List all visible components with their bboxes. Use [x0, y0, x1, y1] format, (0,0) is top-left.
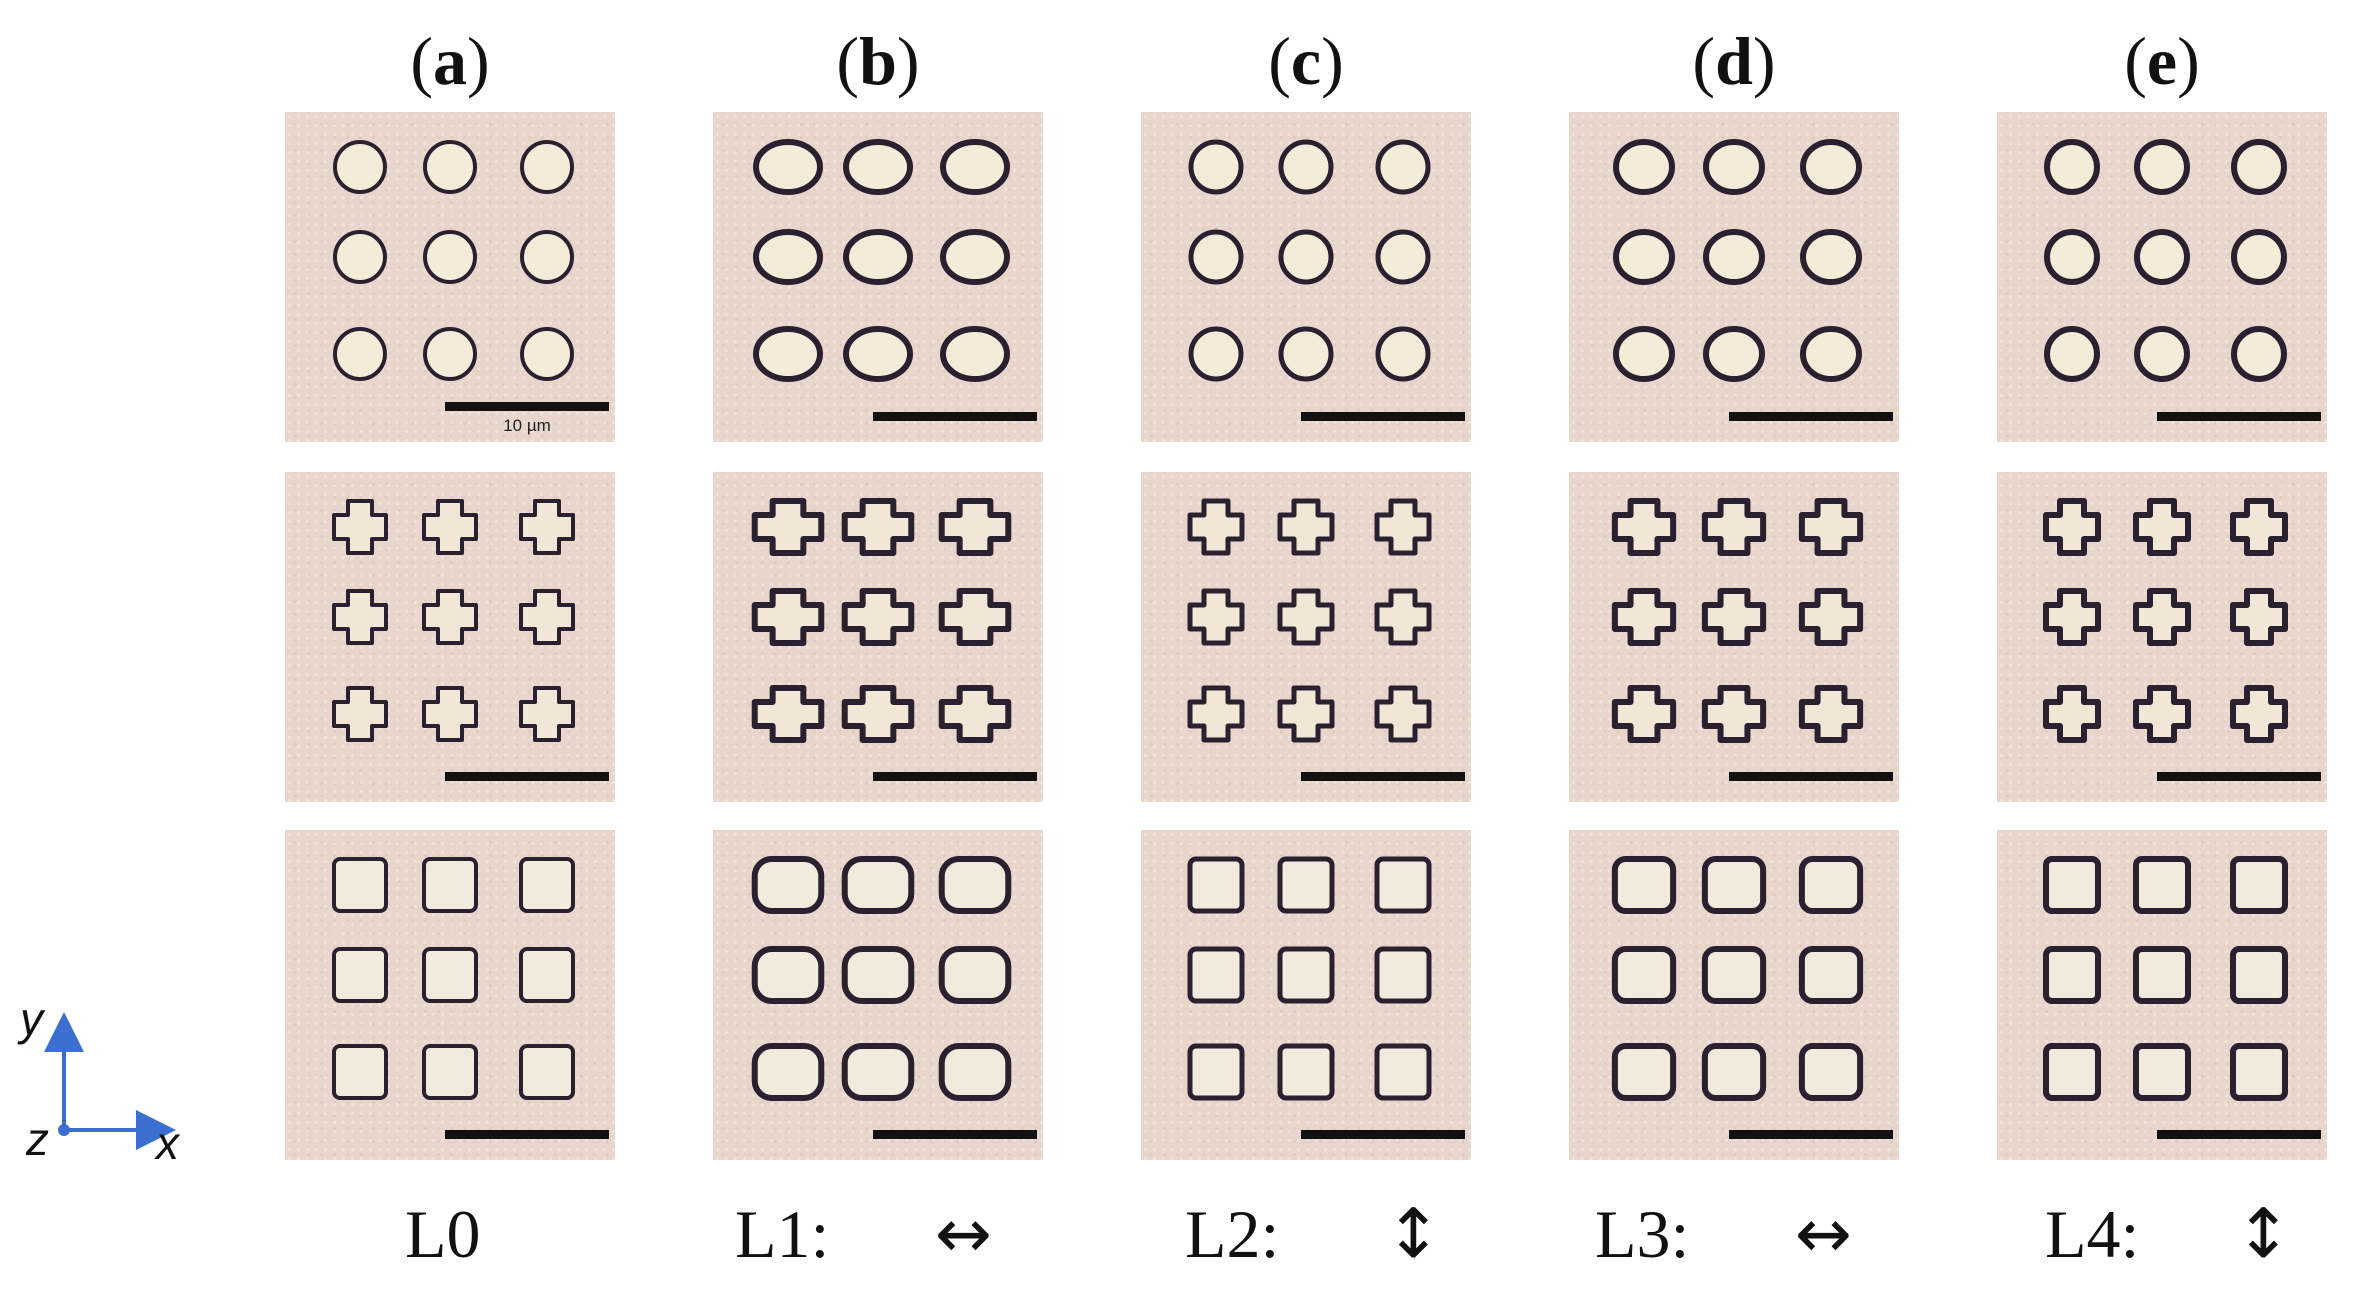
panel-label-e: (e) — [2124, 23, 2200, 99]
scale-bar — [445, 772, 609, 781]
micrograph-square-e — [1997, 830, 2327, 1160]
micrograph-circle-c — [1141, 112, 1471, 442]
circle-array-icon — [333, 140, 574, 381]
layer-label-l2: L2:↕ — [1185, 1195, 1442, 1274]
micrograph-square-c — [1141, 830, 1471, 1160]
circle-array-icon — [2044, 139, 2287, 382]
coordinate-axes: y z x — [20, 993, 200, 1170]
horizontal-arrow-icon: ↔ — [1795, 1195, 1852, 1274]
scale-bar — [1729, 772, 1893, 781]
micrograph-cross-b — [713, 472, 1043, 802]
horizontal-arrow-icon: ↔ — [935, 1195, 992, 1274]
micrograph-square-a — [285, 830, 615, 1160]
circle-array-icon — [753, 139, 1010, 382]
micrograph-circle-d — [1569, 112, 1899, 442]
circle-array-icon — [1188, 139, 1431, 382]
micrograph-cross-c — [1141, 472, 1471, 802]
scale-bar — [445, 402, 609, 411]
cross-array-icon — [751, 498, 1012, 743]
circle-array-icon — [1613, 139, 1862, 382]
micrograph-circle-a: 10 µm — [285, 112, 615, 442]
micrograph-square-d — [1569, 830, 1899, 1160]
scale-bar — [1729, 412, 1893, 421]
square-array-icon — [1187, 856, 1432, 1101]
scale-bar — [445, 1130, 609, 1139]
layer-label-l0: L0 — [405, 1196, 481, 1272]
scale-bar — [2157, 772, 2321, 781]
scale-bar — [1301, 412, 1465, 421]
scale-bar — [873, 412, 1037, 421]
panel-label-a: (a) — [410, 23, 490, 99]
square-array-icon — [1611, 856, 1864, 1101]
micrograph-circle-e — [1997, 112, 2327, 442]
layer-label-l4: L4:↕ — [2045, 1195, 2292, 1274]
scale-bar — [873, 1130, 1037, 1139]
scale-bar — [873, 772, 1037, 781]
scale-bar — [2157, 412, 2321, 421]
square-array-icon — [751, 856, 1012, 1101]
vertical-arrow-icon: ↕ — [2235, 1195, 2292, 1274]
panel-label-b: (b) — [836, 23, 920, 99]
vertical-arrow-icon: ↕ — [1385, 1195, 1442, 1274]
scale-bar — [1301, 772, 1465, 781]
cross-array-icon — [1611, 498, 1864, 743]
micrograph-cross-e — [1997, 472, 2327, 802]
micrograph-square-b — [713, 830, 1043, 1160]
layer-label-l3: L3:↔ — [1595, 1195, 1852, 1274]
z-axis-label: z — [26, 1113, 49, 1165]
micrograph-circle-b — [713, 112, 1043, 442]
square-array-icon — [2043, 856, 2288, 1101]
y-axis-label: y — [20, 993, 43, 1045]
scale-bar-label: 10 µm — [503, 416, 551, 435]
square-array-icon — [332, 857, 575, 1100]
layer-label-l1: L1:↔ — [735, 1195, 992, 1274]
micrograph-cross-a — [285, 472, 615, 802]
panel-label-d: (d) — [1692, 23, 1776, 99]
cross-array-icon — [2043, 498, 2288, 743]
x-axis-label: x — [156, 1117, 179, 1169]
panel-label-c: (c) — [1268, 23, 1344, 99]
axes-arrows-icon — [44, 1012, 176, 1150]
scale-bar — [2157, 1130, 2321, 1139]
scale-bar — [1301, 1130, 1465, 1139]
cross-array-icon — [332, 499, 575, 742]
cross-array-icon — [1187, 498, 1432, 743]
scale-bar — [1729, 1130, 1893, 1139]
micrograph-cross-d — [1569, 472, 1899, 802]
